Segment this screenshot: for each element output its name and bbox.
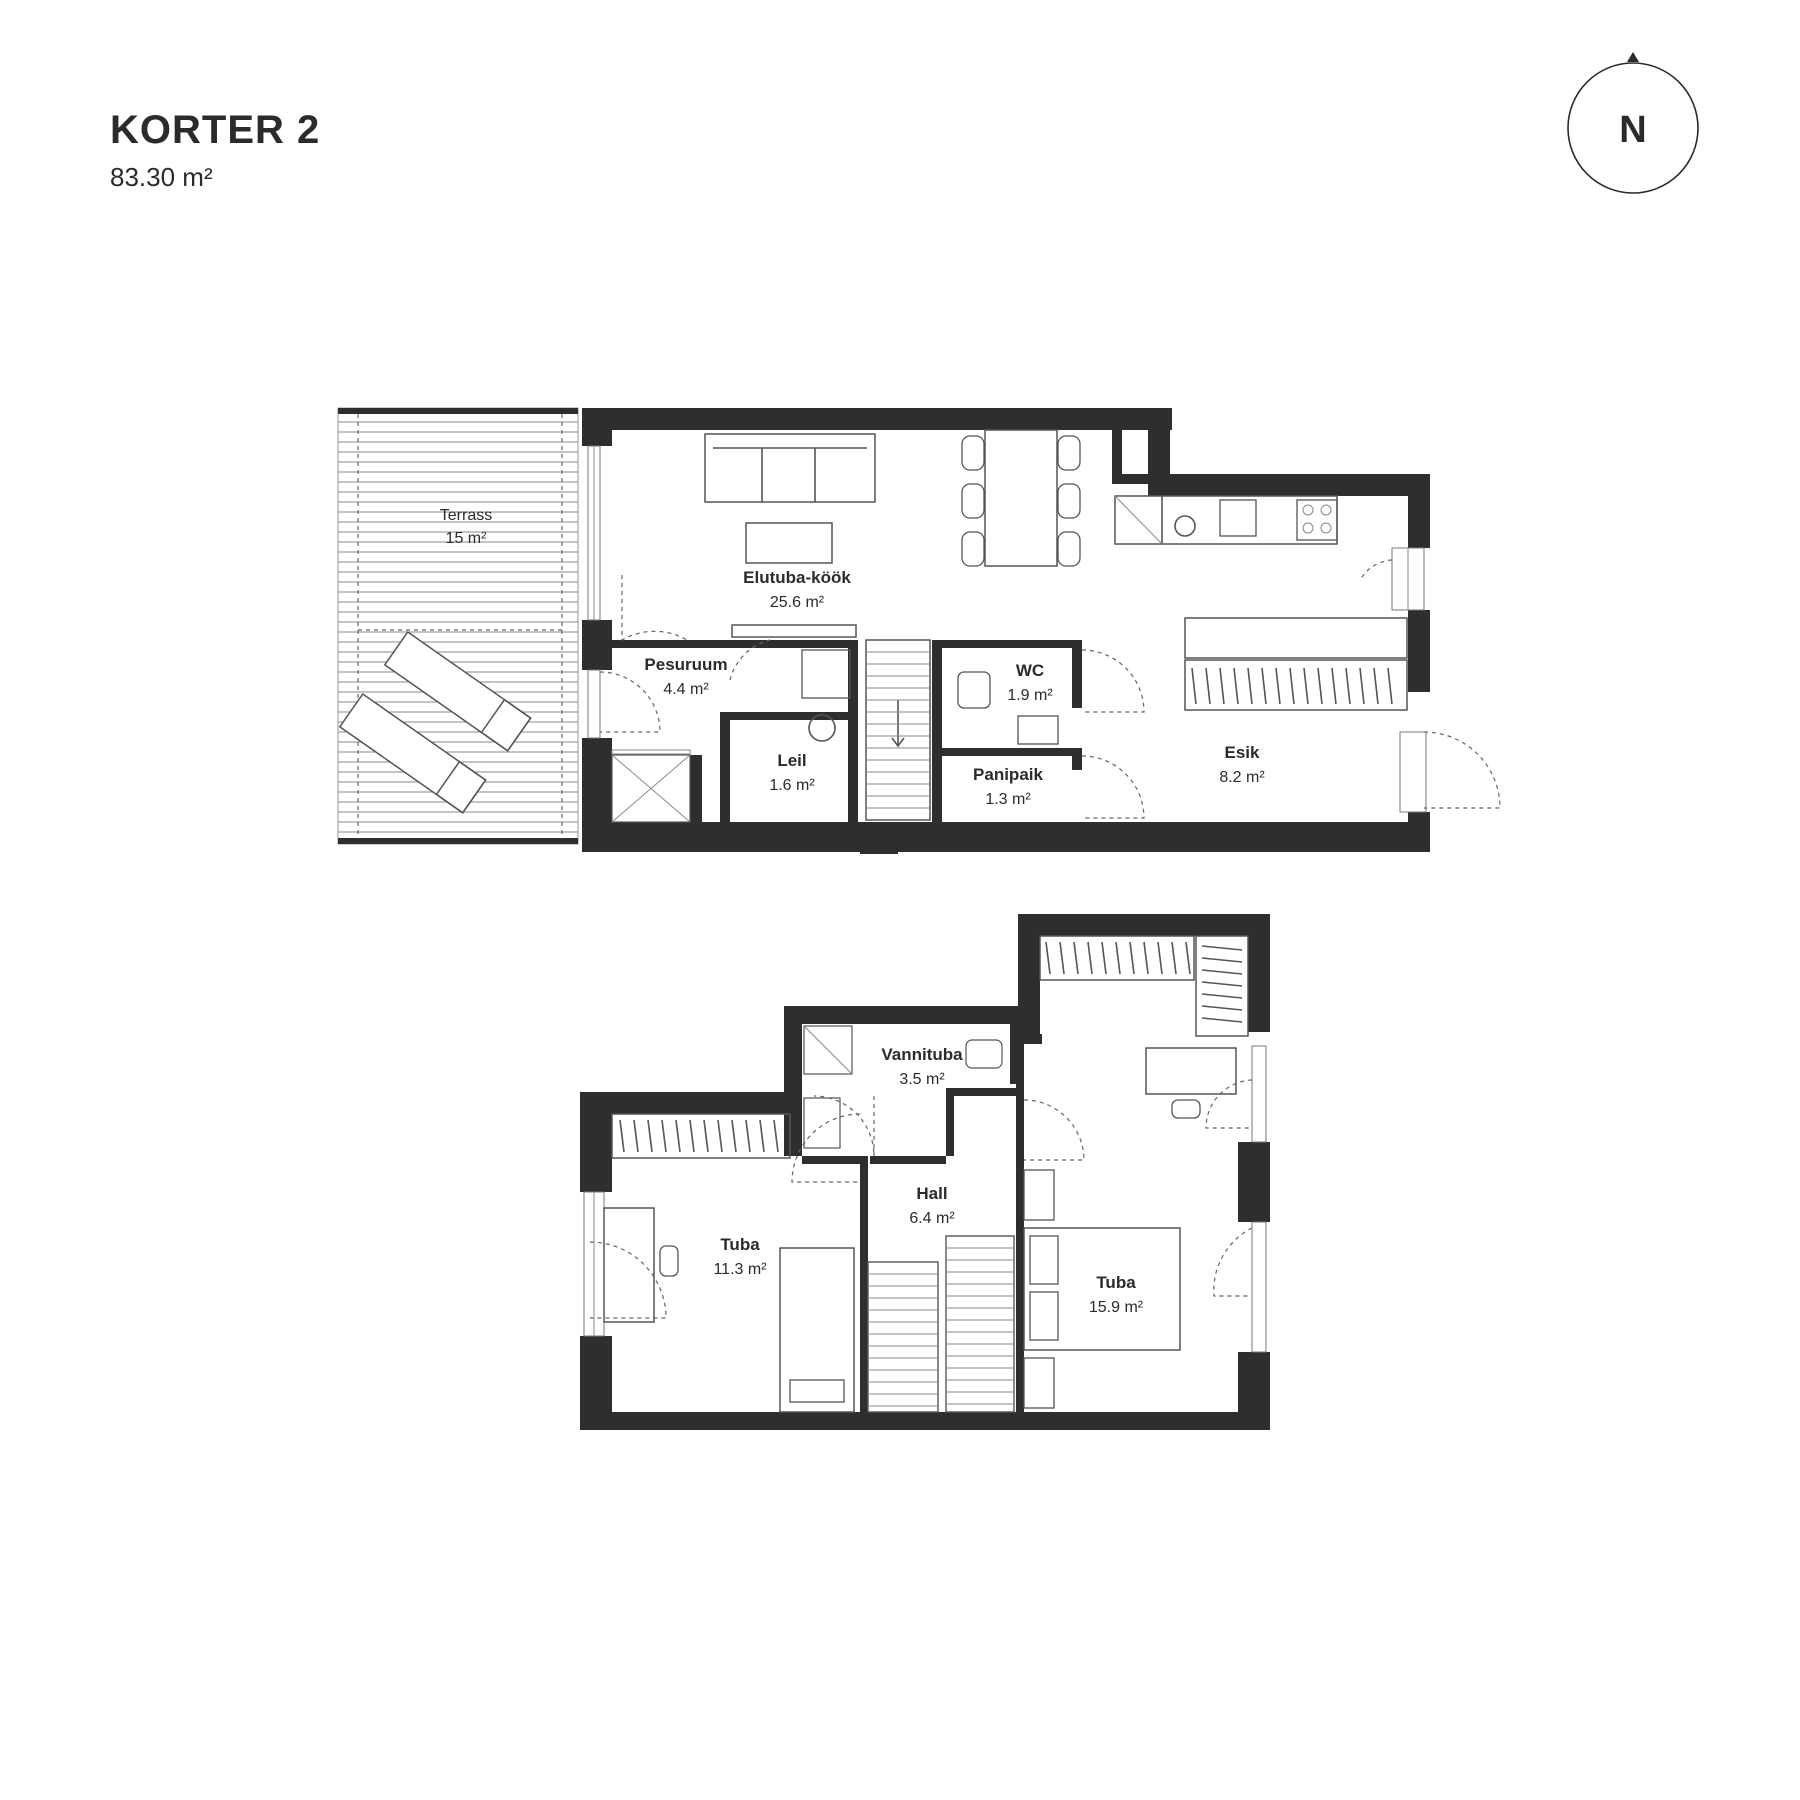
room-area-esik: 8.2 m²: [1219, 769, 1265, 786]
coffee-table-icon: [745, 522, 833, 564]
sink-icon: [1219, 499, 1257, 537]
room-area-leil: 1.6 m²: [769, 777, 815, 794]
room-area-hall: 6.4 m²: [909, 1210, 955, 1227]
room-name-esik: Esik: [1225, 743, 1261, 762]
room-area-vannituba: 3.5 m²: [899, 1071, 945, 1088]
desk-icon: [1145, 1047, 1237, 1095]
room-name-elutuba: Elutuba-köök: [743, 568, 851, 587]
terrace: [337, 407, 579, 845]
ground-floor-walls: [582, 408, 1430, 854]
north-arrow-icon: [1627, 52, 1639, 62]
toilet-icon: [965, 1039, 1003, 1069]
stove-icon: [1296, 499, 1338, 541]
compass-label: N: [1619, 109, 1646, 151]
chair-icon: [659, 1245, 679, 1277]
room-name-pesuruum: Pesuruum: [644, 655, 727, 674]
washing-machine-icon: [801, 649, 851, 699]
apartment-title: KORTER 2: [110, 108, 321, 152]
room-name-hall: Hall: [916, 1184, 947, 1203]
wc-sink-icon: [1017, 715, 1059, 745]
room-area-panipaik: 1.3 m²: [985, 791, 1031, 808]
room-area-elutuba: 25.6 m²: [770, 594, 825, 611]
toilet-icon: [957, 671, 991, 709]
desk-icon: [603, 1207, 655, 1323]
room-labels: Terrass 15 m² Elutuba-köök 25.6 m² Pesur…: [440, 507, 1266, 1316]
room-name-panipaik: Panipaik: [973, 765, 1043, 784]
tv-stand-icon: [731, 624, 857, 638]
room-name-tuba-2: Tuba: [1096, 1273, 1136, 1292]
room-name-vannituba: Vannituba: [881, 1045, 963, 1064]
double-bed-icon: [1023, 1227, 1181, 1351]
ground-stairs: [865, 639, 931, 821]
room-area-tuba-1: 11.3 m²: [713, 1261, 767, 1278]
ground-openings: [587, 445, 1501, 819]
upper-openings: [583, 1045, 1267, 1353]
room-name-wc: WC: [1016, 661, 1044, 680]
room-area-terrass: 15 m²: [446, 530, 488, 547]
bath-sink-icon: [803, 1097, 841, 1149]
upper-floor-walls: [580, 914, 1270, 1430]
room-name-leil: Leil: [777, 751, 806, 770]
room-area-pesuruum: 4.4 m²: [663, 681, 709, 698]
shower-icon: [803, 1025, 853, 1075]
shower-icon: [611, 754, 691, 823]
bed-icon: [779, 1247, 855, 1413]
sauna-heater-icon: [808, 714, 836, 742]
ground-furniture: [611, 429, 1408, 823]
room-area-wc: 1.9 m²: [1007, 687, 1053, 704]
upper-stairs: [867, 1235, 1015, 1413]
apartment-total-area: 83.30 m²: [110, 162, 213, 192]
room-area-tuba-2: 15.9 m²: [1089, 1299, 1144, 1316]
room-name-terrass: Terrass: [440, 507, 492, 524]
wardrobe-icon: [1184, 617, 1408, 659]
north-compass: N: [1567, 52, 1699, 194]
faucet-icon: [1174, 515, 1196, 537]
sofa-icon: [704, 433, 876, 503]
upper-furniture: [603, 935, 1249, 1413]
sun-lounger-icon: [338, 692, 487, 814]
sun-lounger-icon: [383, 630, 532, 752]
chair-icon: [1171, 1099, 1201, 1119]
wardrobe-icon: [611, 1113, 791, 1159]
room-name-tuba-1: Tuba: [720, 1235, 760, 1254]
dining-table-icon: [984, 429, 1058, 567]
kitchen-counter-icon: [1114, 495, 1338, 545]
